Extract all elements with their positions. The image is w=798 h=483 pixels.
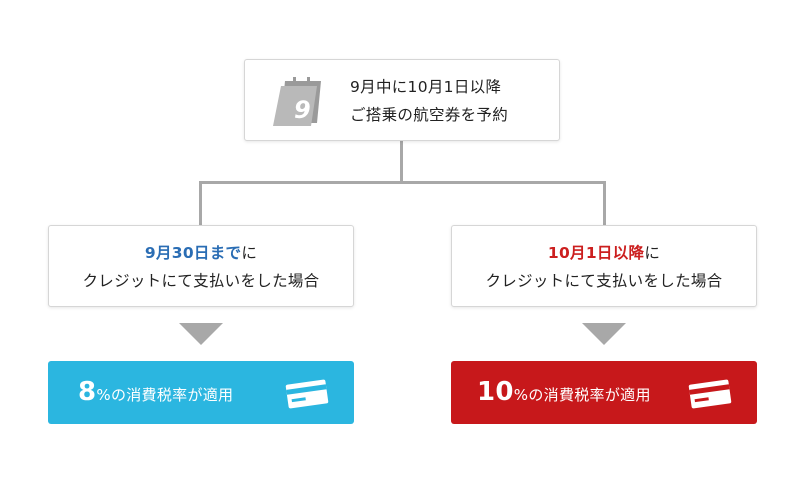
payment-before-highlight: 9月30日まで (144, 244, 242, 262)
tax-rate-8-number: 8 (78, 377, 97, 407)
payment-before-line2: クレジットにて支払いをした場合 (82, 272, 320, 290)
tax-rate-10-result: 10%の消費税率が適用 (451, 361, 757, 424)
payment-before-box: 9月30日までに クレジットにて支払いをした場合 (48, 225, 354, 307)
payment-before-text: 9月30日までに クレジットにて支払いをした場合 (49, 239, 353, 295)
tax-rate-8-label: %の消費税率が適用 (96, 386, 234, 404)
booking-condition-box: 9 9月中に10月1日以降 ご搭乗の航空券を予約 (244, 59, 560, 141)
connector-drop-left (199, 181, 202, 225)
calendar-number: 9 (294, 96, 311, 124)
tax-rate-10-text: 10%の消費税率が適用 (477, 361, 651, 424)
tax-rate-10-number: 10 (477, 377, 514, 407)
tax-rate-10-label: %の消費税率が適用 (513, 386, 651, 404)
down-arrow-right-icon (582, 323, 626, 345)
tax-rate-8-text: 8%の消費税率が適用 (78, 361, 233, 424)
credit-card-icon (285, 379, 329, 409)
payment-after-text: 10月1日以降に クレジットにて支払いをした場合 (452, 239, 756, 295)
connector-vertical-top (400, 141, 403, 183)
booking-condition-text: 9月中に10月1日以降 ご搭乗の航空券を予約 (350, 73, 508, 129)
payment-before-line1: 9月30日までに (49, 239, 353, 267)
payment-after-box: 10月1日以降に クレジットにて支払いをした場合 (451, 225, 757, 307)
payment-after-line1: 10月1日以降に (452, 239, 756, 267)
payment-before-suffix: に (241, 244, 258, 262)
payment-after-highlight: 10月1日以降 (547, 244, 645, 262)
connector-drop-right (603, 181, 606, 225)
payment-after-line2: クレジットにて支払いをした場合 (485, 272, 723, 290)
payment-after-suffix: に (644, 244, 661, 262)
connector-horizontal (199, 181, 606, 184)
booking-condition-line2: ご搭乗の航空券を予約 (350, 106, 509, 124)
calendar-icon: 9 (273, 77, 321, 126)
booking-condition-line1: 9月中に10月1日以降 (350, 78, 502, 96)
tax-rate-8-result: 8%の消費税率が適用 (48, 361, 354, 424)
down-arrow-left-icon (179, 323, 223, 345)
credit-card-icon (688, 379, 732, 409)
